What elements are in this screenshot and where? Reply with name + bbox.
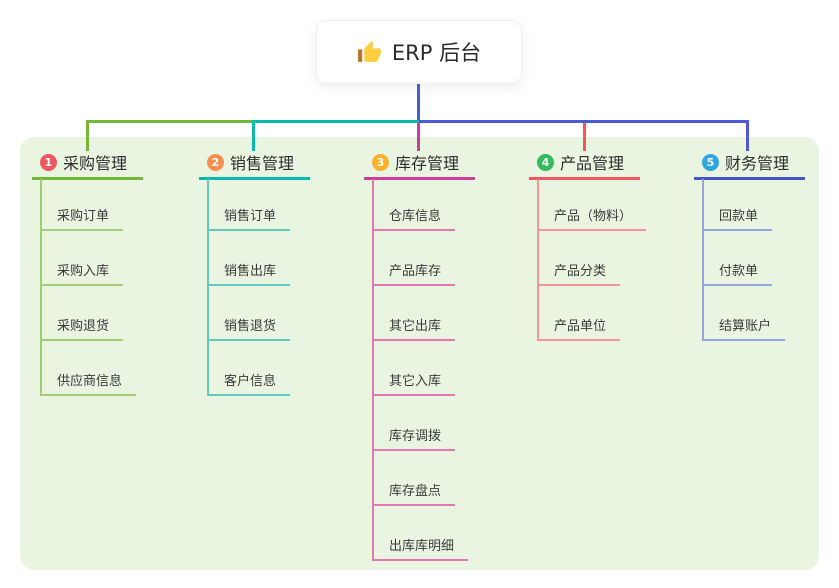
mindmap-panel <box>20 137 819 570</box>
branch-number-badge: 3 <box>372 153 389 171</box>
branch-header-chanpin[interactable]: 4 产品管理 <box>529 150 640 180</box>
node-label: 结算账户 <box>719 319 772 334</box>
bus-segment-3 <box>419 120 749 123</box>
node-cangku-xinxi[interactable]: 仓库信息 <box>372 206 456 231</box>
node-fukuandan[interactable]: 付款单 <box>702 261 773 286</box>
branch-header-caiwu[interactable]: 5 财务管理 <box>694 150 805 180</box>
bus-segment-1 <box>86 120 253 123</box>
node-label: 采购入库 <box>57 264 110 279</box>
node-chuku-mingxi[interactable]: 出库库明细 <box>372 536 469 561</box>
branch-number-badge: 4 <box>537 153 554 171</box>
node-chanpin-danwei[interactable]: 产品单位 <box>537 316 621 341</box>
node-kehu-xinxi[interactable]: 客户信息 <box>207 371 291 396</box>
branch-header-xiaoshou[interactable]: 2 销售管理 <box>199 150 310 180</box>
branch-label: 库存管理 <box>395 154 460 173</box>
branch-label: 销售管理 <box>230 154 295 173</box>
node-gongyingshang-xinxi[interactable]: 供应商信息 <box>40 371 137 396</box>
root-node[interactable]: ERP 后台 <box>316 20 522 84</box>
node-xiaoshou-tuihuo[interactable]: 销售退货 <box>207 316 291 341</box>
node-label: 产品分类 <box>554 264 607 279</box>
branch-header-kucun[interactable]: 3 库存管理 <box>364 150 475 180</box>
node-label: 采购退货 <box>57 319 110 334</box>
node-label: 仓库信息 <box>389 209 442 224</box>
node-label: 其它出库 <box>389 319 442 334</box>
node-label: 供应商信息 <box>57 374 123 389</box>
node-jiesuan-zhanghu[interactable]: 结算账户 <box>702 316 786 341</box>
bus-segment-2 <box>253 120 419 123</box>
root-node-label: ERP 后台 <box>391 41 482 65</box>
node-qita-ruku[interactable]: 其它入库 <box>372 371 456 396</box>
node-chanpin-wuliao[interactable]: 产品（物料） <box>537 206 647 231</box>
branch-trunk-line <box>207 179 209 396</box>
node-label: 回款单 <box>719 209 759 224</box>
node-label: 产品（物料） <box>554 209 633 224</box>
branch-trunk-line <box>537 179 539 341</box>
branch-number-badge: 2 <box>207 153 224 171</box>
branch-trunk-line <box>372 179 374 561</box>
drop-line-4 <box>583 123 586 151</box>
node-label: 出库库明细 <box>389 539 455 554</box>
drop-line-5 <box>746 120 749 151</box>
node-qita-chuku[interactable]: 其它出库 <box>372 316 456 341</box>
node-label: 库存盘点 <box>389 484 442 499</box>
drop-line-1 <box>86 120 89 151</box>
node-label: 销售订单 <box>224 209 277 224</box>
node-label: 付款单 <box>719 264 759 279</box>
node-label: 其它入库 <box>389 374 442 389</box>
branch-trunk-line <box>702 179 704 341</box>
node-label: 销售出库 <box>224 264 277 279</box>
node-label: 产品库存 <box>389 264 442 279</box>
node-kucun-diaobo[interactable]: 库存调拨 <box>372 426 456 451</box>
node-label: 销售退货 <box>224 319 277 334</box>
node-kucun-pandian[interactable]: 库存盘点 <box>372 481 456 506</box>
node-label: 客户信息 <box>224 374 277 389</box>
branch-trunk-line <box>40 179 42 396</box>
node-label: 库存调拨 <box>389 429 442 444</box>
node-xiaoshou-dingdan[interactable]: 销售订单 <box>207 206 291 231</box>
branch-label: 产品管理 <box>560 154 625 173</box>
root-trunk-line <box>417 84 420 121</box>
branch-number-badge: 1 <box>40 153 57 171</box>
branch-number-badge: 5 <box>702 153 719 171</box>
branch-header-caigou[interactable]: 1 采购管理 <box>32 150 143 180</box>
node-caigou-tuihuo[interactable]: 采购退货 <box>40 316 124 341</box>
node-chanpin-kucun[interactable]: 产品库存 <box>372 261 456 286</box>
node-chanpin-fenlei[interactable]: 产品分类 <box>537 261 621 286</box>
branch-label: 采购管理 <box>63 154 128 173</box>
node-caigou-ruku[interactable]: 采购入库 <box>40 261 124 286</box>
drop-line-2 <box>252 120 255 151</box>
node-label: 采购订单 <box>57 209 110 224</box>
node-xiaoshou-chuku[interactable]: 销售出库 <box>207 261 291 286</box>
drop-line-3 <box>417 123 420 151</box>
node-label: 产品单位 <box>554 319 607 334</box>
node-caigou-dingdan[interactable]: 采购订单 <box>40 206 124 231</box>
branch-label: 财务管理 <box>725 154 790 173</box>
thumbs-up-icon <box>357 40 382 65</box>
node-huikuandan[interactable]: 回款单 <box>702 206 773 231</box>
